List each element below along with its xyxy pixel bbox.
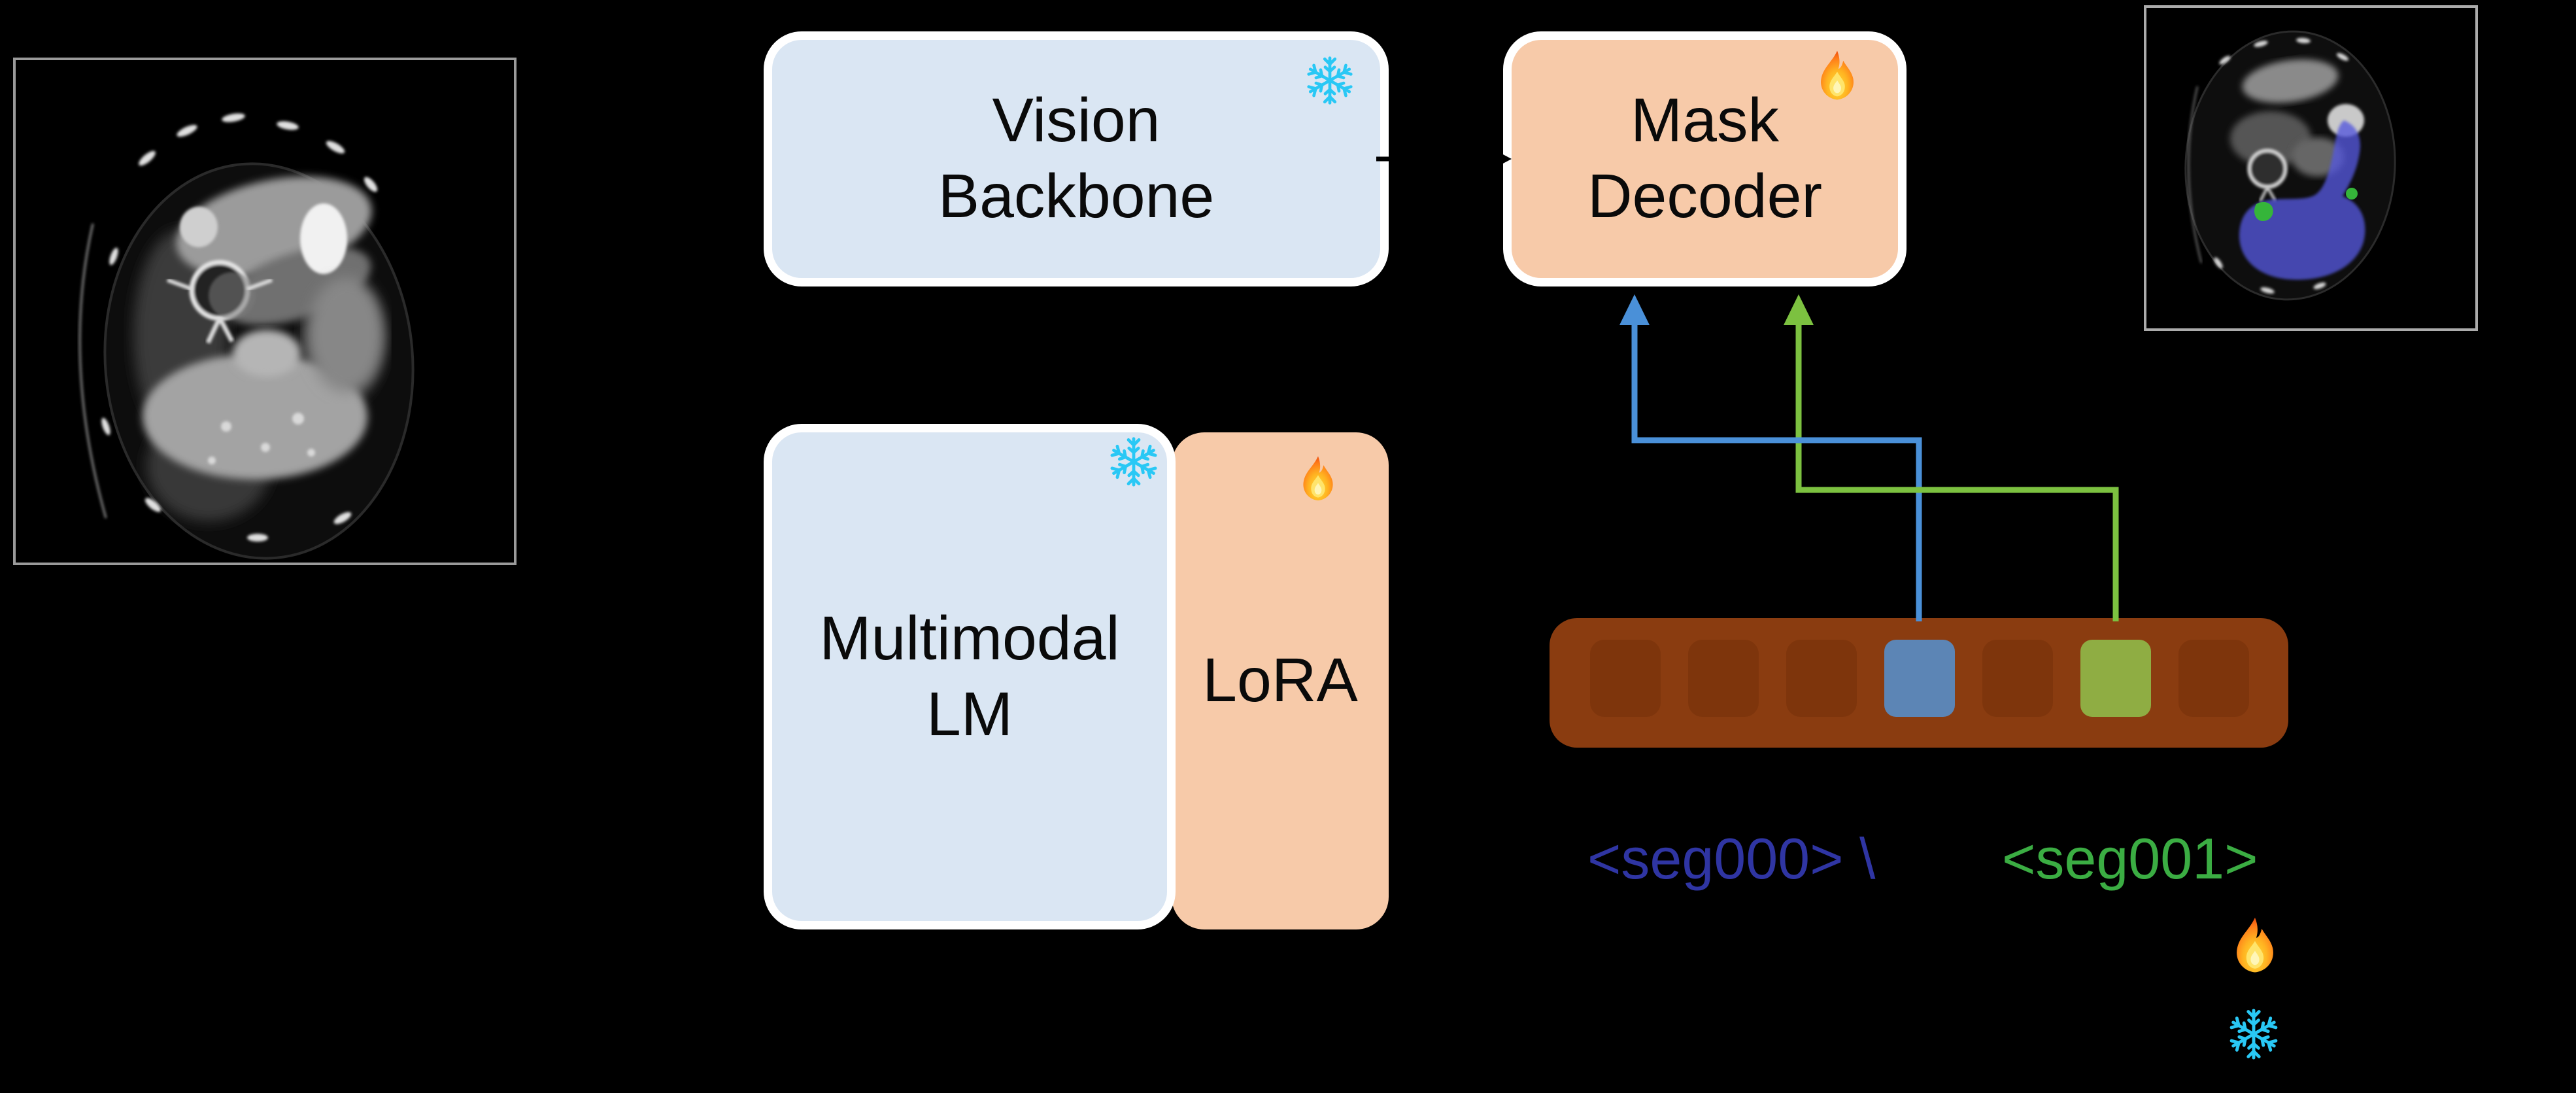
vision-backbone-label: Vision Backbone: [938, 83, 1215, 235]
mask-decoder-box: Mask Decoder: [1503, 31, 1907, 286]
fire-icon: [2224, 911, 2286, 984]
ct-body: [2184, 30, 2396, 301]
segmentation-overlay-blue: [2239, 120, 2365, 280]
snowflake-icon: [1304, 55, 1355, 106]
token-slot: [1982, 640, 2053, 717]
fire-icon: [1810, 50, 1865, 105]
lora-label: LoRA: [1202, 646, 1358, 716]
seg000-label: <seg000> \: [1587, 826, 1876, 891]
seg001-label: <seg001>: [2002, 826, 2258, 891]
vision-backbone-line2: Backbone: [938, 162, 1215, 231]
snowflake-icon: [1108, 436, 1160, 488]
lora-box: LoRA: [1172, 432, 1389, 929]
token-slot: [1590, 640, 1661, 717]
hidden-connector-arrow: [1376, 147, 1512, 171]
segmentation-overlay-green: [2254, 188, 2358, 221]
fire-icon: [1293, 455, 1343, 505]
token-sequence-bar: [1550, 618, 2288, 748]
input-ct-image: [13, 58, 517, 565]
mask-decoder-label: Mask Decoder: [1587, 83, 1822, 235]
token-slot: [1786, 640, 1857, 717]
multimodal-lm-label: Multimodal LM: [819, 601, 1119, 753]
token-slot: [2178, 640, 2249, 717]
multimodal-lm-line2: LM: [926, 679, 1013, 749]
vision-backbone-line1: Vision: [992, 86, 1161, 156]
ct-body: [78, 113, 415, 560]
mask-decoder-line2: Decoder: [1587, 162, 1823, 231]
seg001-arrow: [1784, 294, 2119, 621]
seg001-token: [2080, 640, 2151, 717]
multimodal-lm-line1: Multimodal: [819, 603, 1120, 673]
seg000-arrow: [1619, 294, 1922, 621]
vision-backbone-box: Vision Backbone: [764, 31, 1389, 286]
mask-decoder-line1: Mask: [1631, 86, 1779, 156]
multimodal-lm-box: Multimodal LM: [764, 424, 1176, 929]
ct-ribs: [101, 113, 378, 542]
ct-spine: [166, 260, 273, 344]
output-ct-image: [2144, 5, 2478, 331]
snowflake-icon: [2227, 1007, 2280, 1061]
seg000-token: [1884, 640, 1955, 717]
token-slot: [1688, 640, 1759, 717]
